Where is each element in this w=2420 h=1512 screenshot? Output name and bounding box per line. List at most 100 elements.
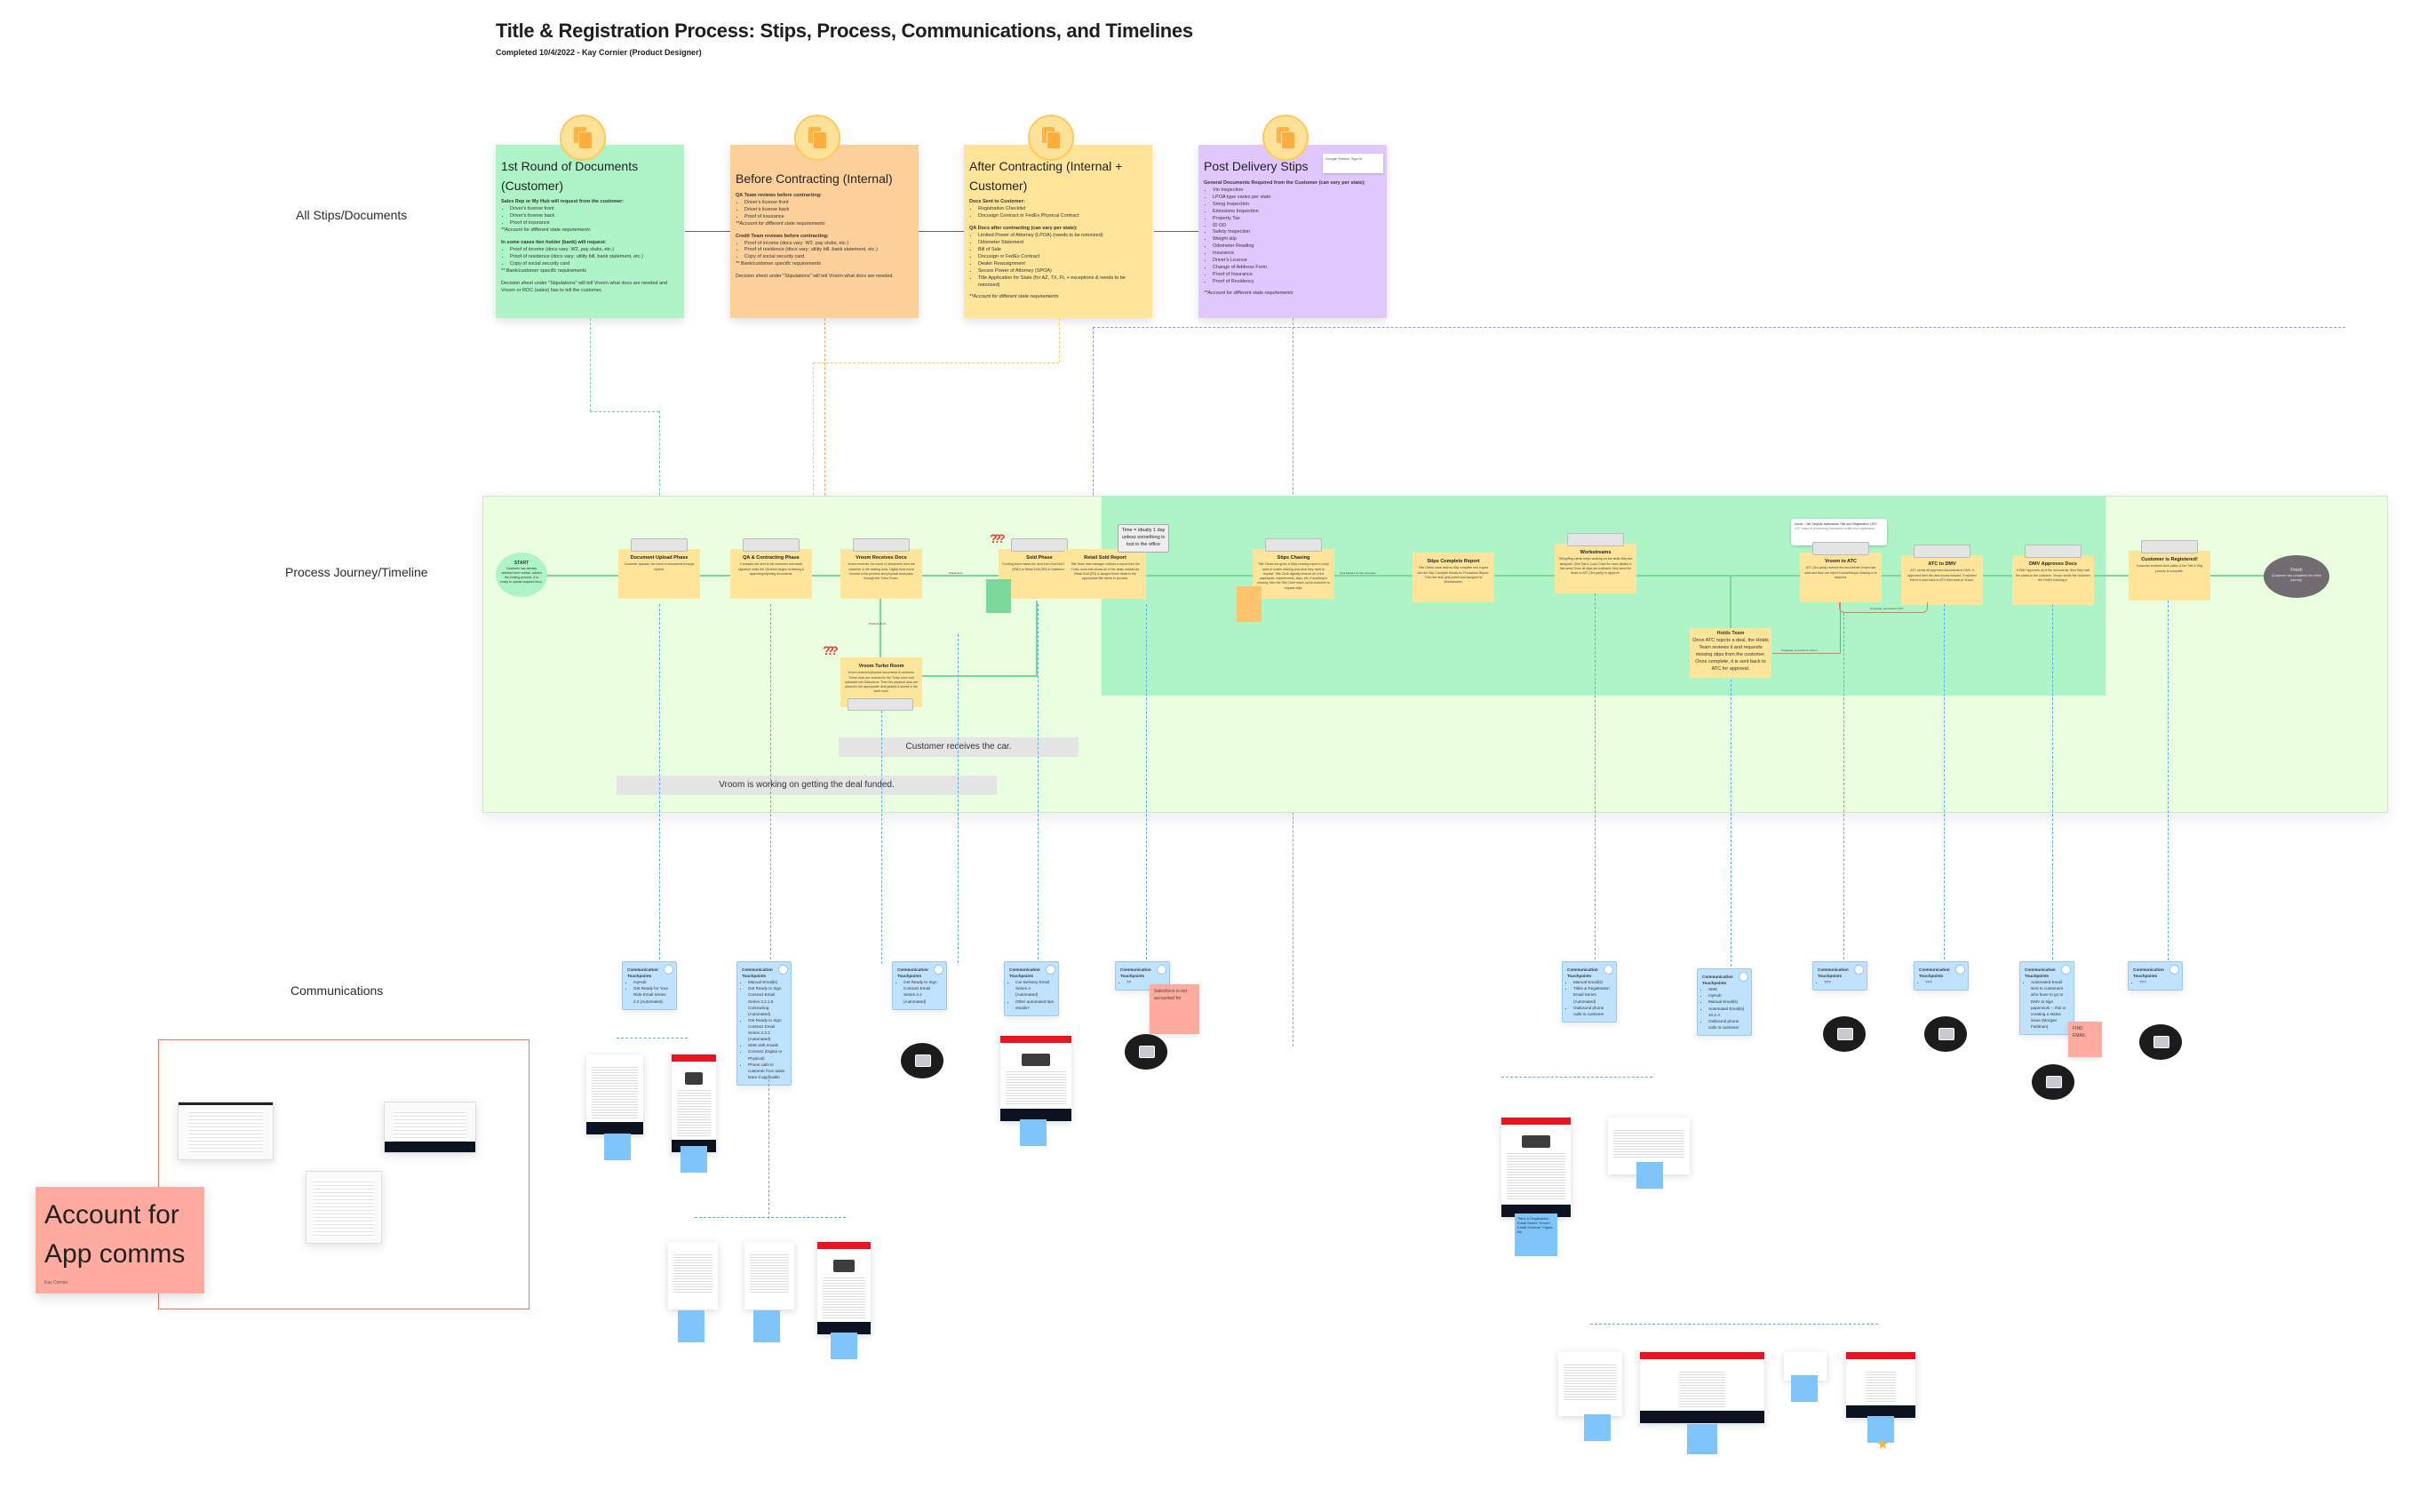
comm-item: ?? <box>1126 979 1165 985</box>
star-icon: ★ <box>1876 1437 1890 1452</box>
sticky-note-orange[interactable] <box>1237 586 1262 622</box>
comm-item: Manual Email(s) <box>1708 999 1747 1005</box>
documents-icon <box>794 115 840 161</box>
google-sheets-link-card[interactable]: Google Sheets: Sign-in <box>1323 154 1383 173</box>
stip-item: Property Tax <box>1213 216 1381 223</box>
sticky-note-find-email[interactable]: FIND EMAIL <box>2068 1022 2102 1057</box>
comm-item: Contract (Digital or Physical) <box>748 1048 786 1061</box>
sticky-note-salesforce[interactable]: Salesforce is not accounted for <box>1150 984 1199 1034</box>
comm-touchpoint-card[interactable]: Communication TouchpointsAutomated Email… <box>2019 961 2074 1036</box>
stip-item: Driver's License <box>1213 258 1381 265</box>
email-thumbnail[interactable] <box>1000 1036 1071 1121</box>
copy-icon <box>1046 965 1055 975</box>
start-node[interactable]: START Customer has already selected thei… <box>496 553 547 597</box>
comm-touchpoint-card[interactable]: Communication Touchpoints??? <box>2128 961 2183 991</box>
blue-sticky-note[interactable] <box>681 1146 707 1173</box>
comm-touchpoint-card[interactable]: Communication TouchpointsManual Email(s)… <box>736 961 792 1086</box>
app-screen-icon[interactable] <box>1924 1016 1967 1052</box>
comm-touchpoint-card[interactable]: Communication TouchpointsGet Ready to Si… <box>892 961 947 1010</box>
email-thumbnail[interactable] <box>817 1242 871 1334</box>
comm-touchpoint-card[interactable]: Communication Touchpoints??? <box>1812 961 1867 991</box>
finish-desc: (Customer has completed the entire journ… <box>2272 574 2321 582</box>
stip-card-post-delivery[interactable]: Google Sheets: Sign-in Post Delivery Sti… <box>1198 115 1387 318</box>
stip-item: Proof of insurance <box>744 214 913 221</box>
email-thumbnail[interactable] <box>744 1242 794 1309</box>
comm-title: Communication Touchpoints <box>1567 967 1598 979</box>
phase-tab <box>631 538 688 552</box>
holds-team-card[interactable]: Holds Team Once ATC rejects a deal, the … <box>1690 628 1771 678</box>
timeline-bar-funding: Vroom is working on getting the deal fun… <box>617 776 997 795</box>
connector-comm-6 <box>1595 593 1596 964</box>
app-screen-icon[interactable] <box>901 1043 943 1078</box>
comm-touchpoint-card[interactable]: Communication TouchpointsCar Delivery Em… <box>1004 961 1059 1016</box>
connector-split <box>617 1038 688 1039</box>
phase-title: Retail Sold Report <box>1084 555 1126 561</box>
stip-item: Insurance <box>1213 251 1381 258</box>
comm-item: SMS with emails <box>748 1042 786 1048</box>
blue-sticky-note[interactable] <box>753 1310 780 1342</box>
turbo-title: Vroom Turbo Room <box>858 664 904 669</box>
app-screen-icon[interactable] <box>1823 1016 1866 1052</box>
email-thumbnail[interactable] <box>1846 1352 1915 1418</box>
blue-sticky-note[interactable]: Titles & Registration Email Series "Vroo… <box>1515 1214 1557 1256</box>
app-screen-icon[interactable] <box>2139 1024 2182 1060</box>
stip-item: Proof of residence (docs vary: utility b… <box>510 254 679 261</box>
comm-touchpoint-card[interactable]: Communication TouchpointsManual Email(s)… <box>1562 961 1617 1023</box>
app-screenshot[interactable] <box>306 1171 382 1244</box>
phase-customer-registered[interactable]: Customer is Registered!Customer receives… <box>2129 540 2210 601</box>
email-thumbnail[interactable] <box>1608 1118 1690 1174</box>
sticky-note-green[interactable] <box>986 579 1011 613</box>
blue-sticky-note[interactable] <box>1791 1375 1818 1402</box>
phase-title: Workstreams <box>1580 550 1612 555</box>
finish-node[interactable]: Finish (Customer has completed the entir… <box>2264 555 2329 598</box>
phase-desc: Contracts are sent to the customer and a… <box>737 562 805 576</box>
stip-item: Smog Inspection <box>1213 202 1381 209</box>
email-thumbnail[interactable] <box>1501 1118 1571 1217</box>
email-thumbnail[interactable] <box>1558 1352 1622 1416</box>
blue-sticky-note[interactable] <box>604 1134 631 1160</box>
blue-sticky-note[interactable] <box>1020 1119 1047 1146</box>
stip-title: Post Delivery Stips <box>1204 159 1309 173</box>
app-screen-icon[interactable] <box>2032 1064 2074 1100</box>
blue-sticky-note[interactable] <box>1867 1416 1894 1443</box>
email-thumbnail[interactable] <box>668 1242 718 1309</box>
app-screenshot[interactable] <box>178 1102 274 1160</box>
stip-card-before-contracting[interactable]: Before Contracting (Internal) QA Team re… <box>730 115 919 318</box>
comm-touchpoint-card[interactable]: Communication TouchpointsSMSmyHubManual … <box>1697 968 1752 1036</box>
blue-sticky-note[interactable] <box>1687 1424 1717 1454</box>
phase-tab <box>1265 538 1322 552</box>
blue-sticky-note[interactable] <box>831 1333 857 1359</box>
row-label-communications: Communications <box>291 983 384 998</box>
blue-sticky-note[interactable] <box>1584 1414 1611 1441</box>
stip-title: After Contracting (Internal + Customer) <box>969 159 1123 193</box>
email-thumbnail[interactable] <box>1640 1352 1764 1423</box>
stip-card-first-round[interactable]: 1st Round of Documents (Customer) Sales … <box>496 115 684 318</box>
email-thumbnail[interactable] <box>586 1054 643 1134</box>
atc-link-card[interactable]: Home – We Simplify Nationwide Title and … <box>1791 519 1887 545</box>
app-screenshot[interactable] <box>384 1102 476 1153</box>
connector-stip-3 <box>813 362 814 545</box>
edge-label-rejected-vroom: If rejected, sent back to Vroom <box>1781 649 1818 652</box>
blue-sticky-note[interactable] <box>678 1310 705 1342</box>
comm-touchpoint-card[interactable]: Communication TouchpointsmyHubGet Ready … <box>622 961 677 1010</box>
email-thumbnail[interactable] <box>672 1054 716 1152</box>
comm-item: Manual Email(s) <box>748 979 786 985</box>
phase-desc: Customer uploads 1st round of documents … <box>624 562 695 571</box>
stip-card-after-contracting[interactable]: After Contracting (Internal + Customer) … <box>964 115 1152 318</box>
copy-icon <box>934 965 943 975</box>
copy-icon <box>1604 965 1613 975</box>
blue-sticky-note[interactable] <box>1636 1162 1663 1189</box>
comm-touchpoint-card[interactable]: Communication Touchpoints??? <box>1914 961 1969 991</box>
app-screen-icon[interactable] <box>1125 1034 1167 1070</box>
sticky-note-account-for-app-comms[interactable]: Account for App comms Kay Cornier <box>36 1187 204 1293</box>
